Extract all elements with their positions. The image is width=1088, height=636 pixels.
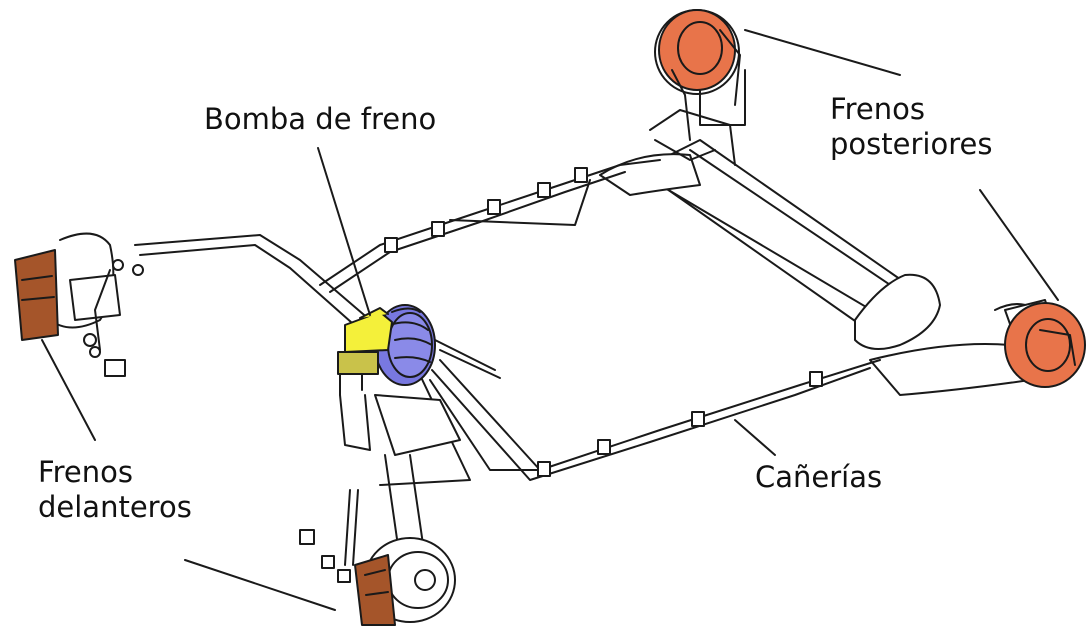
label-master-cylinder: Bomba de freno <box>204 102 436 137</box>
rear-axle-beam <box>600 140 1045 395</box>
label-rear-brakes: Frenos posteriores <box>830 92 992 162</box>
rear-brake-top <box>655 10 745 140</box>
brake-pipes <box>135 110 880 485</box>
master-cylinder <box>338 305 500 395</box>
rear-brake-right <box>1005 300 1085 387</box>
front-brake-left <box>15 234 143 376</box>
label-front-brakes: Frenos delanteros <box>38 455 192 525</box>
label-pipes: Cañerías <box>755 460 882 495</box>
front-brake-bottom <box>300 530 455 625</box>
label-front-brakes-line2: delanteros <box>38 490 192 525</box>
label-rear-brakes-line2: posteriores <box>830 127 992 162</box>
label-rear-brakes-line1: Frenos <box>830 92 992 127</box>
label-front-brakes-line1: Frenos <box>38 455 192 490</box>
